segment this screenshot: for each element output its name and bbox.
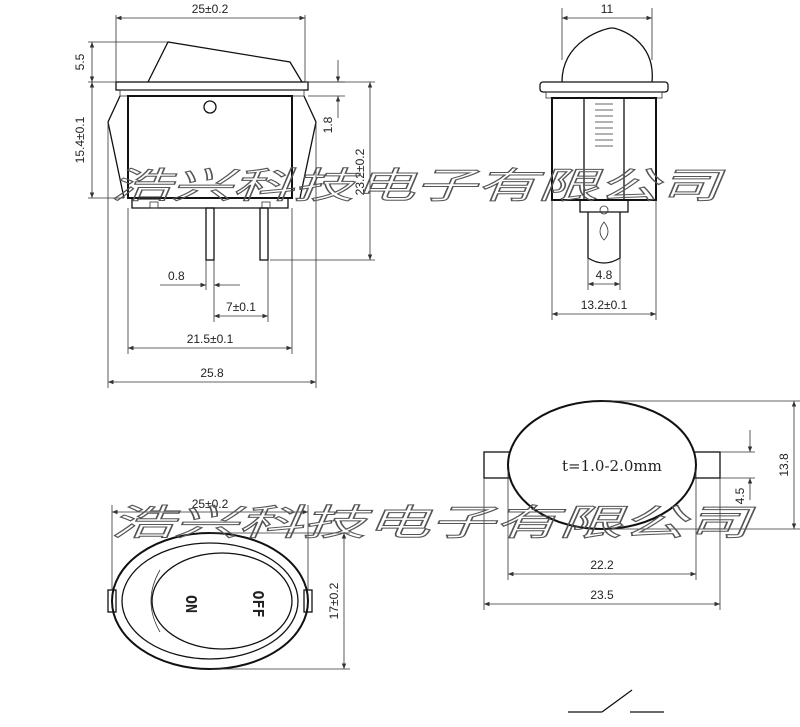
dim-front-pin-width: 0.8	[168, 269, 185, 283]
dim-cutout-outer-width: 23.5	[590, 588, 614, 602]
dim-front-base-width: 21.5±0.1	[187, 332, 234, 346]
indicator-dot	[203, 100, 217, 114]
dim-side-top-width: 11	[601, 2, 614, 16]
dim-side-terminal-width: 4.8	[596, 268, 613, 282]
side-terminal	[587, 212, 621, 264]
dim-front-side-height: 15.4±0.1	[73, 116, 87, 163]
cutout-left-tab	[483, 451, 511, 479]
dim-cutout-inner-width: 22.2	[590, 558, 614, 572]
dim-front-total-height: 23.2±0.2	[353, 148, 367, 195]
side-rocker-dome	[561, 27, 653, 83]
side-flange	[539, 81, 669, 93]
watermark-lower: 浩兴科技电子有限公司	[110, 503, 755, 544]
pin-right	[259, 207, 269, 261]
dim-front-overall-width: 25.8	[200, 366, 224, 380]
dim-top-height: 17±0.2	[327, 582, 341, 619]
side-center-rib	[583, 97, 625, 201]
dim-cutout-tab-height: 4.5	[733, 487, 747, 504]
dim-side-body-width: 13.2±0.1	[581, 298, 628, 312]
dim-front-top-width: 25±0.2	[192, 2, 229, 16]
dim-cutout-height: 13.8	[777, 453, 791, 477]
switch-symbol	[568, 689, 664, 713]
pin-left	[205, 207, 215, 261]
front-body	[127, 95, 293, 199]
label-off: OFF	[249, 590, 267, 617]
top-view: ON OFF 25±0.2 17±0.2	[107, 497, 350, 670]
cutout-right-tab	[693, 451, 721, 479]
dim-top-width: 25±0.2	[192, 497, 229, 511]
side-view: 11 4.8 13.2±0.1	[539, 2, 669, 320]
cutout-view: t=1.0-2.0mm 13.8 4.5 22.2 23.5	[483, 400, 800, 610]
label-on: ON	[182, 595, 200, 613]
side-base	[579, 200, 629, 213]
watermark-upper: 浩兴科技电子有限公司	[110, 166, 725, 207]
dim-front-pin-spacing: 7±0.1	[226, 300, 256, 314]
dim-front-top-height: 5.5	[73, 53, 87, 70]
top-rocker-face	[151, 552, 293, 650]
dim-front-gap: 1.8	[321, 116, 335, 133]
rocker-actuator	[147, 41, 303, 83]
front-view: 25±0.2 5.5 15.4±0.1 1.8 23.2±0.2 0.8 7±0…	[73, 2, 375, 388]
front-flange	[115, 81, 309, 91]
thickness-note: t=1.0-2.0mm	[562, 457, 662, 475]
top-inner-bezel	[121, 542, 299, 660]
